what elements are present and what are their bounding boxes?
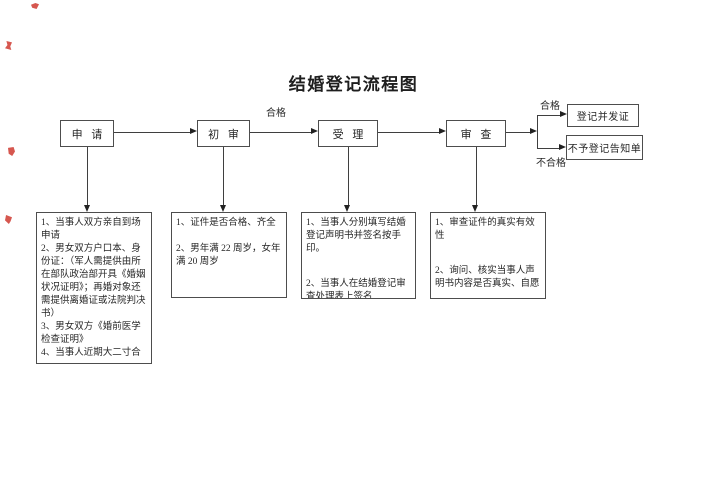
red-artifact-1 bbox=[31, 3, 39, 9]
red-artifact-4 bbox=[5, 215, 12, 224]
arrow-examine-to-branch bbox=[506, 132, 530, 133]
outcome-register-issue-label: 登记并发证 bbox=[576, 112, 630, 123]
detail-box-initial-review: 1、证件是否合格、齐全 2、男年满 22 周岁，女年满 20 周岁 bbox=[171, 212, 287, 298]
arrowhead-right-icon bbox=[439, 128, 446, 134]
red-artifact-3 bbox=[8, 147, 15, 156]
arrowhead-right-icon bbox=[559, 144, 566, 150]
flow-step-accept: 受 理 bbox=[318, 120, 378, 147]
outcome-refusal-notice-label: 不予登记告知单 bbox=[567, 144, 642, 155]
arrow-apply-to-detail bbox=[87, 147, 88, 205]
arrow-initial-to-detail bbox=[223, 147, 224, 205]
flow-step-examine: 审 查 bbox=[446, 120, 506, 147]
flow-step-accept-label: 受 理 bbox=[332, 128, 367, 141]
branch-vertical-line bbox=[537, 115, 538, 149]
detail-item: 2、询问、核实当事人声明书内容是否真实、自愿 bbox=[435, 266, 540, 289]
outcome-refusal-notice: 不予登记告知单 bbox=[566, 135, 643, 160]
red-artifact-2 bbox=[5, 41, 12, 50]
arrowhead-down-icon bbox=[344, 205, 350, 212]
detail-box-examine: 1、审查证件的真实有效性 2、询问、核实当事人声明书内容是否真实、自愿 bbox=[430, 212, 546, 299]
flow-step-apply: 申 请 bbox=[60, 120, 114, 147]
flow-step-initial-review-label: 初 审 bbox=[208, 128, 242, 141]
detail-item: 1、当事人分别填写结婚登记声明书并签名按手印。 bbox=[306, 218, 406, 254]
arrow-initial-to-accept bbox=[250, 132, 311, 133]
detail-item: 1、审查证件的真实有效性 bbox=[435, 218, 535, 241]
arrow-accept-to-detail bbox=[348, 147, 349, 205]
detail-item: 2、男女双方户口本、身份证：（军人需提供由所在部队政治部开具《婚姻状况证明》；再… bbox=[41, 244, 146, 319]
flow-step-examine-label: 审 查 bbox=[460, 128, 495, 141]
detail-item: 1、证件是否合格、齐全 bbox=[176, 218, 276, 228]
edge-label-unqualified: 不合格 bbox=[536, 158, 566, 169]
outcome-register-issue: 登记并发证 bbox=[567, 104, 639, 127]
arrow-examine-to-detail bbox=[476, 147, 477, 205]
detail-item: 2、男年满 22 周岁，女年满 20 周岁 bbox=[176, 244, 281, 267]
detail-item: 3、男女双方《婚前医学检查证明》 bbox=[41, 322, 141, 345]
arrowhead-right-icon bbox=[530, 128, 537, 134]
arrowhead-right-icon bbox=[311, 128, 318, 134]
detail-item: 4、当事人近期大二寸合 bbox=[41, 348, 141, 358]
arrow-branch-to-register bbox=[537, 115, 560, 116]
edge-label-qualified-right: 合格 bbox=[540, 101, 560, 112]
flow-step-initial-review: 初 审 bbox=[197, 120, 250, 147]
flow-step-apply-label: 申 请 bbox=[71, 128, 106, 141]
arrow-apply-to-initial bbox=[114, 132, 190, 133]
arrow-accept-to-examine bbox=[378, 132, 439, 133]
detail-item: 1、当事人双方亲自到场申请 bbox=[41, 218, 141, 241]
arrowhead-down-icon bbox=[84, 205, 90, 212]
page-title: 结婚登记流程图 bbox=[288, 75, 419, 94]
arrowhead-right-icon bbox=[560, 111, 567, 117]
arrowhead-right-icon bbox=[190, 128, 197, 134]
detail-item: 2、当事人在结婚登记审查处理表上签名 bbox=[306, 279, 406, 299]
detail-box-apply: 1、当事人双方亲自到场申请 2、男女双方户口本、身份证：（军人需提供由所在部队政… bbox=[36, 212, 152, 364]
arrow-branch-to-refusal bbox=[537, 148, 559, 149]
arrowhead-down-icon bbox=[220, 205, 226, 212]
arrowhead-down-icon bbox=[472, 205, 478, 212]
edge-label-qualified-mid: 合格 bbox=[266, 108, 286, 119]
detail-box-accept: 1、当事人分别填写结婚登记声明书并签名按手印。 2、当事人在结婚登记审查处理表上… bbox=[301, 212, 416, 299]
